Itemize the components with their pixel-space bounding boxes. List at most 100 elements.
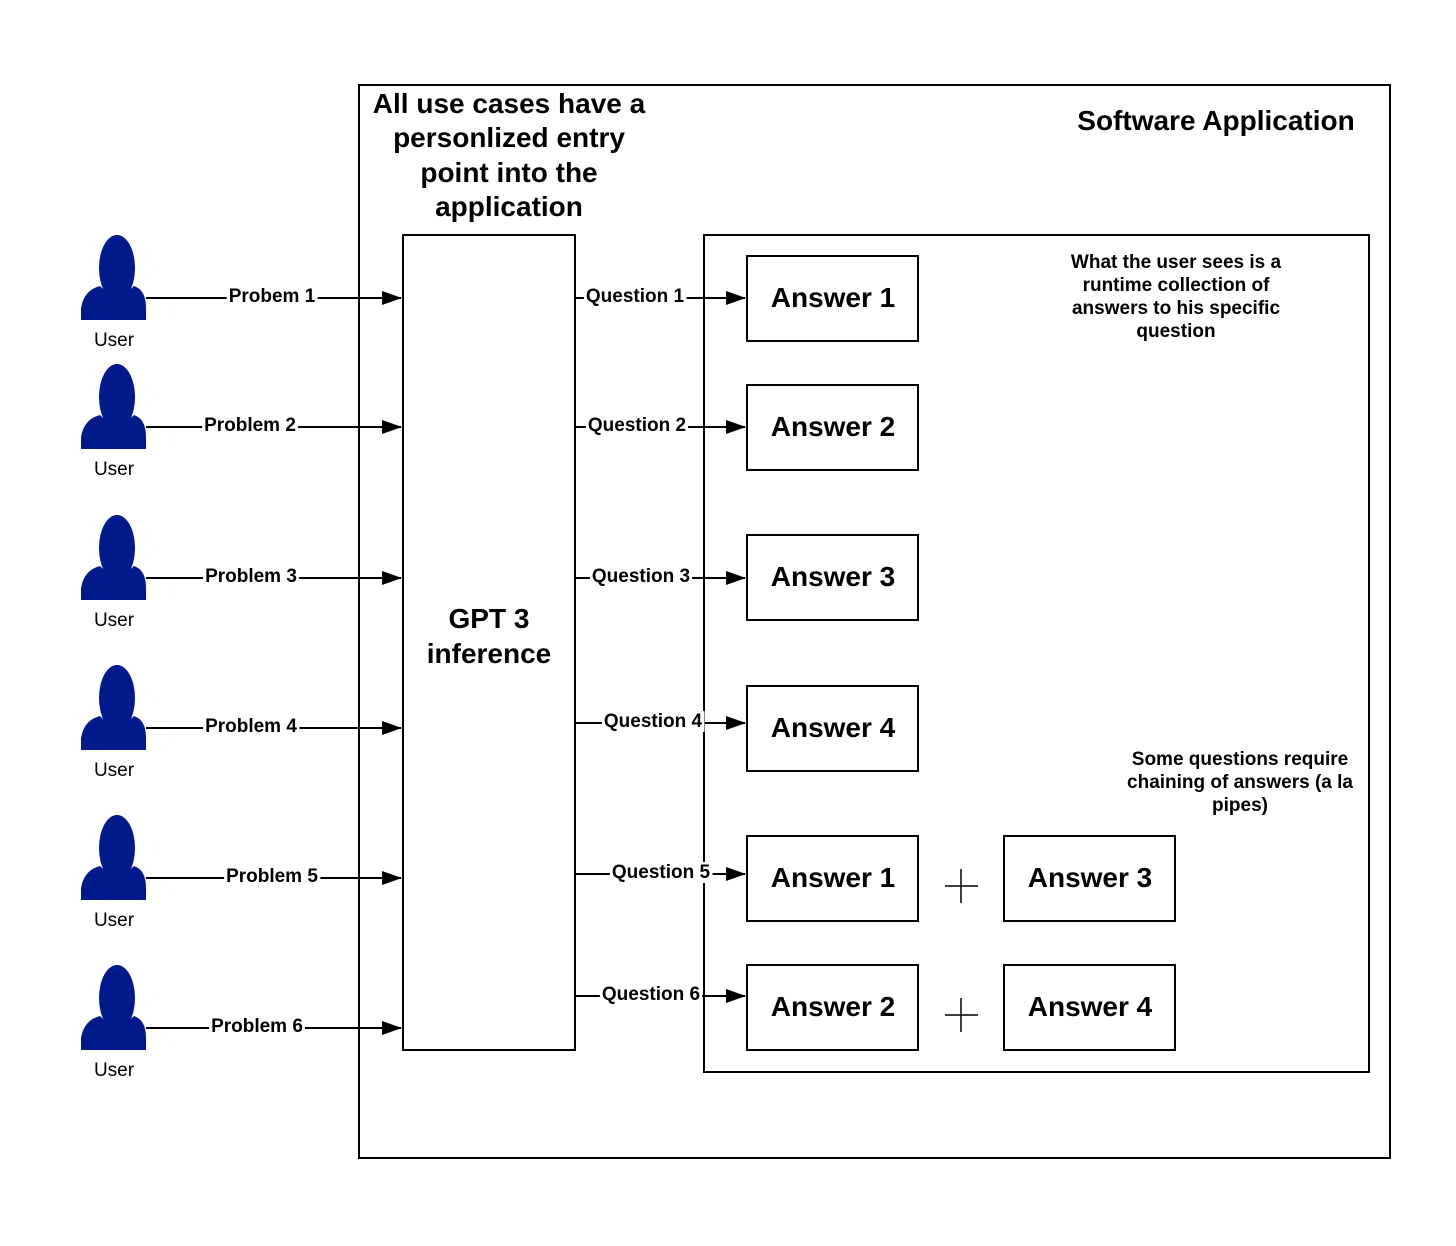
user-label: User xyxy=(94,330,135,351)
problem-label: Problem 4 xyxy=(205,716,297,737)
answers-layer: Answer 1 Answer 2 Answer 3 Answer 4 Answer 1… xyxy=(746,255,1176,1051)
answer-box xyxy=(746,255,919,342)
plus-icon xyxy=(945,998,978,1032)
problem-arrow: Problem 2 xyxy=(146,415,402,436)
user-label: User xyxy=(94,1060,135,1081)
runtime-note: What the user sees is a runtime collecti… xyxy=(1071,252,1282,342)
answer-box xyxy=(746,964,919,1051)
gpt-inference-box xyxy=(402,234,576,1051)
answer-box xyxy=(746,384,919,471)
answer-box xyxy=(746,534,919,621)
problem-label: Problem 3 xyxy=(205,566,297,587)
answer-row: Answer 2 Answer 4 xyxy=(746,964,1176,1051)
question-arrow: Question 4 xyxy=(576,711,746,732)
chaining-note-line: pipes) xyxy=(1212,795,1268,816)
user-label: User xyxy=(94,459,135,480)
answer-label: Answer 2 xyxy=(771,411,896,442)
problem-arrow: Probem 1 xyxy=(146,286,402,307)
answer-box xyxy=(1003,835,1176,922)
question-label-bg xyxy=(599,984,703,1005)
answer-label: Answer 2 xyxy=(771,991,896,1022)
gpt-inference-label: GPT 3 xyxy=(449,603,530,634)
question-label: Question 4 xyxy=(604,711,703,732)
entry-point-note: All use cases have a personlized entry p… xyxy=(373,88,646,222)
runtime-answers-box xyxy=(703,234,1370,1073)
problem-label: Problem 5 xyxy=(226,866,318,887)
chaining-note: Some questions require chaining of answe… xyxy=(1127,749,1353,816)
answer-row: Answer 1 Answer 3 xyxy=(746,835,1176,922)
runtime-note-line: question xyxy=(1136,321,1215,342)
user-person-icon xyxy=(81,235,146,320)
answer-label: Answer 4 xyxy=(1028,991,1153,1022)
runtime-note-line: answers to his specific xyxy=(1072,298,1280,319)
user-label: User xyxy=(94,910,135,931)
answer-row: Answer 4 xyxy=(746,685,919,772)
entry-note-line: All use cases have a xyxy=(373,88,646,119)
problem-label-bg xyxy=(224,866,321,887)
gpt-inference-label: inference xyxy=(427,638,552,669)
problem-label-bg xyxy=(203,716,300,737)
question-label-bg xyxy=(589,566,693,587)
answer-label: Answer 3 xyxy=(1028,862,1153,893)
question-arrow: Question 5 xyxy=(576,862,746,883)
runtime-note-line: runtime collection of xyxy=(1083,275,1271,296)
question-label: Question 6 xyxy=(602,984,700,1005)
question-arrow: Question 1 xyxy=(576,286,746,307)
user-actor: User xyxy=(81,235,146,351)
user-person-icon xyxy=(81,364,146,449)
user-person-icon xyxy=(81,665,146,750)
user-actor: User xyxy=(81,665,146,781)
answer-box xyxy=(1003,964,1176,1051)
software-application-title: Software Application xyxy=(1077,105,1354,136)
answer-row: Answer 1 xyxy=(746,255,919,342)
problem-label-bg xyxy=(202,415,298,436)
plus-icon xyxy=(945,869,978,903)
user-person-icon xyxy=(81,815,146,900)
problem-label: Probem 1 xyxy=(229,286,316,307)
answer-label: Answer 1 xyxy=(771,282,896,313)
user-label: User xyxy=(94,760,135,781)
question-label: Question 1 xyxy=(586,286,685,307)
question-label-bg xyxy=(583,286,687,307)
question-label-bg xyxy=(585,415,689,436)
answer-label: Answer 4 xyxy=(771,712,896,743)
entry-note-line: application xyxy=(435,191,583,222)
software-application-box xyxy=(358,84,1391,1159)
user-label: User xyxy=(94,610,135,631)
answer-label: Answer 1 xyxy=(771,862,896,893)
answer-box xyxy=(746,835,919,922)
problem-label-bg xyxy=(209,1016,305,1037)
user-actor: User xyxy=(81,515,146,631)
entry-note-line: personlized entry xyxy=(393,122,625,153)
question-arrow: Question 3 xyxy=(576,566,746,587)
user-person-icon xyxy=(81,515,146,600)
answer-label: Answer 3 xyxy=(771,561,896,592)
entry-note-line: point into the xyxy=(420,157,597,188)
chaining-note-line: Some questions require xyxy=(1132,749,1348,770)
chaining-note-line: chaining of answers (a la xyxy=(1127,772,1353,793)
answer-row: Answer 2 xyxy=(746,384,919,471)
problem-arrow: Problem 4 xyxy=(146,716,402,737)
question-label: Question 5 xyxy=(612,862,711,883)
question-label: Question 3 xyxy=(592,566,690,587)
user-person-icon xyxy=(81,965,146,1050)
question-arrows-layer: Question 1 Question 2 Question 3 Question 4… xyxy=(576,286,746,1005)
problem-arrow: Problem 6 xyxy=(146,1016,402,1037)
problem-arrow: Problem 5 xyxy=(146,866,402,887)
question-label-bg xyxy=(601,711,705,732)
problem-label: Problem 2 xyxy=(204,415,296,436)
question-label: Question 2 xyxy=(588,415,686,436)
question-arrow: Question 2 xyxy=(576,415,746,436)
problem-label: Problem 6 xyxy=(211,1016,303,1037)
answer-row: Answer 3 xyxy=(746,534,919,621)
user-actor: User xyxy=(81,364,146,480)
problem-arrow: Problem 3 xyxy=(146,566,402,587)
problem-label-bg xyxy=(203,566,299,587)
user-actor: User xyxy=(81,965,146,1081)
user-actor: User xyxy=(81,815,146,931)
runtime-note-line: What the user sees is a xyxy=(1071,252,1282,273)
problem-label-bg xyxy=(226,286,318,307)
question-arrow: Question 6 xyxy=(576,984,746,1005)
